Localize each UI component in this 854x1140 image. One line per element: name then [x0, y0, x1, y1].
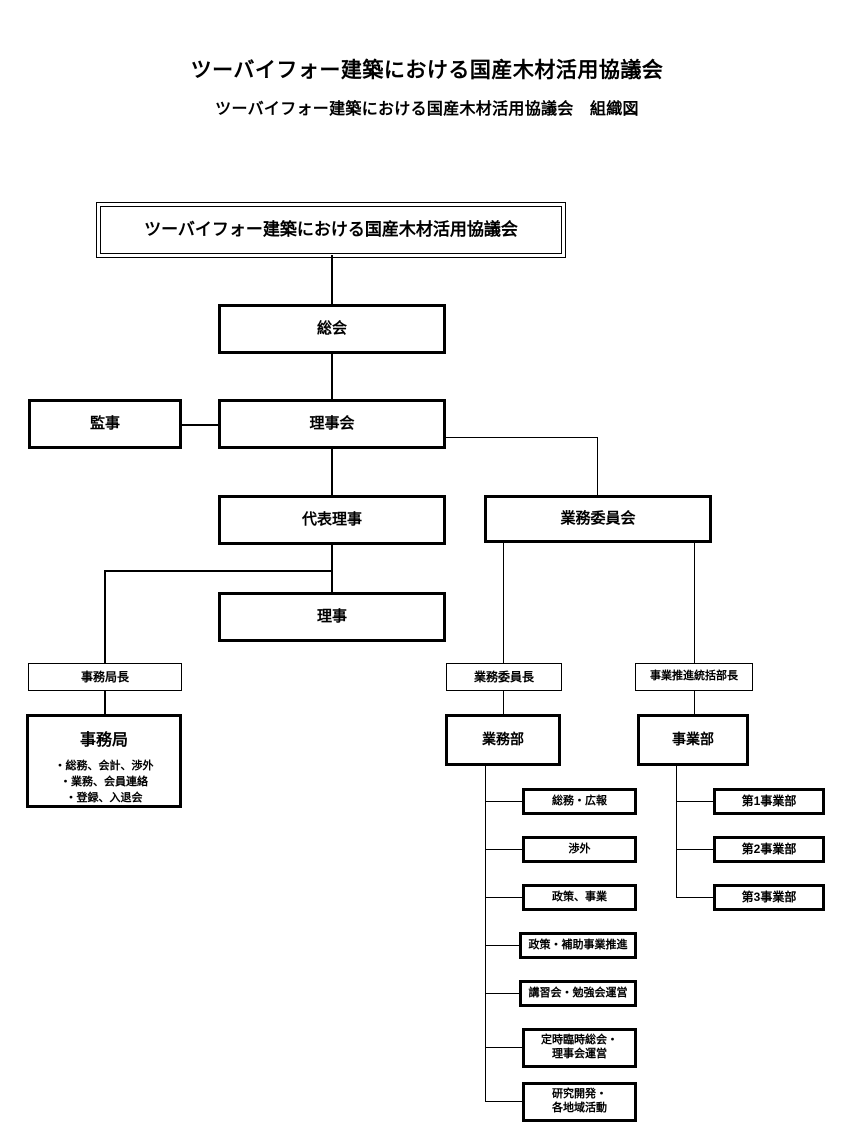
node-soukai-label: 総会	[316, 319, 347, 337]
edge-gyomuiinkai-gyomuiincho	[503, 542, 504, 665]
edge-kanji-rijikai	[181, 424, 219, 426]
node-jimukyokucho-label: 事務局長	[80, 669, 129, 684]
edge-rijikai-daihyo	[331, 449, 333, 495]
node-kanji-label: 監事	[89, 414, 120, 432]
node-jigyobu-child-1-label: 第1事業部	[741, 794, 797, 808]
node-gyomubu-child-5[interactable]: 講習会・勉強会運営	[519, 980, 637, 1007]
node-kanji[interactable]: 監事	[28, 399, 182, 449]
node-gyomubu-child-4[interactable]: 政策・補助事業推進	[519, 932, 637, 959]
edge-soukai-rijikai	[331, 354, 333, 400]
node-gyomu-iinkai-label: 業務委員会	[560, 509, 636, 527]
node-rijikai-label: 理事会	[309, 414, 355, 432]
edge-jigyobu-spine	[676, 765, 677, 898]
edge-jigyobu-stub-1	[676, 801, 713, 802]
node-daihyo-riji[interactable]: 代表理事	[218, 495, 446, 545]
node-jigyobu-child-3-label: 第3事業部	[741, 890, 797, 904]
node-jigyobu-child-3[interactable]: 第3事業部	[713, 884, 825, 911]
edge-jigyobu-stub-2	[676, 849, 713, 850]
node-jimukyokucho[interactable]: 事務局長	[28, 663, 182, 691]
node-gyomubu-child-2[interactable]: 渉外	[522, 836, 637, 863]
edge-rijikai-gyomuiinkai-v	[597, 437, 598, 495]
edge-gyomubu-stub-2	[485, 849, 523, 850]
node-daihyo-riji-label: 代表理事	[301, 510, 362, 528]
node-gyomu-iincho-label: 業務委員長	[473, 669, 534, 684]
node-jimukyoku-items: ・総務、会計、渉外 ・業務、会員連絡 ・登録、入退会	[54, 760, 154, 804]
node-gyomubu-child-6[interactable]: 定時臨時総会・ 理事会運営	[522, 1028, 637, 1068]
node-gyomubu-child-5-label: 講習会・勉強会運営	[528, 986, 628, 999]
node-riji[interactable]: 理事	[218, 592, 446, 642]
edge-gyomubu-stub-6	[485, 1047, 523, 1048]
edge-gyomuiinkai-toukatsu	[694, 542, 695, 665]
edge-gyomubu-stub-1	[485, 801, 523, 802]
node-gyomubu-child-7-label: 研究開発・ 各地域活動	[552, 1088, 607, 1114]
node-gyomubu-child-1[interactable]: 総務・広報	[522, 788, 637, 815]
node-root-label: ツーバイフォー建築における国産木材活用協議会	[144, 220, 518, 240]
node-jimukyoku-title: 事務局	[79, 732, 128, 749]
node-gyomubu-child-3-label: 政策、事業	[552, 890, 607, 903]
edge-root-soukai	[331, 255, 333, 305]
node-gyomubu-child-4-label: 政策・補助事業推進	[528, 938, 628, 951]
node-gyomubu-label: 業務部	[482, 731, 524, 748]
node-soukai[interactable]: 総会	[218, 304, 446, 354]
node-gyomubu-child-1-label: 総務・広報	[552, 794, 607, 807]
edge-gyomubu-spine	[485, 765, 486, 1102]
node-gyomu-iincho[interactable]: 業務委員長	[446, 663, 562, 691]
node-gyomubu[interactable]: 業務部	[445, 714, 561, 766]
edge-daihyo-riji	[331, 545, 333, 592]
node-jigyobu[interactable]: 事業部	[637, 714, 749, 766]
edge-toukatsu-jigyobu	[694, 690, 695, 715]
node-jigyobu-label: 事業部	[672, 731, 714, 748]
page-title: ツーバイフォー建築における国産木材活用協議会	[190, 59, 664, 82]
node-gyomubu-child-2-label: 渉外	[568, 842, 591, 855]
node-gyomu-iinkai[interactable]: 業務委員会	[484, 495, 712, 543]
edge-gyomubu-stub-7	[485, 1101, 523, 1102]
edge-gyomubu-stub-3	[485, 897, 523, 898]
edge-gyomuiincho-gyomubu	[503, 690, 504, 715]
node-gyomubu-child-6-label: 定時臨時総会・ 理事会運営	[541, 1034, 618, 1060]
edge-jimukyokucho-jimukyoku	[104, 690, 106, 715]
edge-daihyo-jimukyokucho-v	[104, 570, 106, 665]
node-gyomubu-child-7[interactable]: 研究開発・ 各地域活動	[522, 1082, 637, 1122]
node-jigyobu-child-2[interactable]: 第2事業部	[713, 836, 825, 863]
edge-gyomubu-stub-5	[485, 993, 523, 994]
node-jigyo-suishin-toukatsu-bucho[interactable]: 事業推進統括部長	[635, 663, 753, 691]
page-subtitle: ツーバイフォー建築における国産木材活用協議会 組織図	[215, 101, 639, 118]
node-rijikai[interactable]: 理事会	[218, 399, 446, 449]
node-jimukyoku[interactable]: 事務局 ・総務、会計、渉外 ・業務、会員連絡 ・登録、入退会	[26, 714, 182, 808]
edge-jigyobu-stub-3	[676, 897, 713, 898]
node-root[interactable]: ツーバイフォー建築における国産木材活用協議会	[96, 202, 566, 258]
edge-daihyo-jimukyokucho-h	[104, 570, 332, 572]
node-riji-label: 理事	[316, 607, 347, 625]
edge-gyomubu-stub-4	[485, 945, 523, 946]
node-jigyobu-child-1[interactable]: 第1事業部	[713, 788, 825, 815]
node-jigyo-suishin-toukatsu-bucho-label: 事業推進統括部長	[650, 670, 738, 683]
node-gyomubu-child-3[interactable]: 政策、事業	[522, 884, 637, 911]
node-jigyobu-child-2-label: 第2事業部	[741, 842, 797, 856]
edge-rijikai-gyomuiinkai-h	[446, 437, 598, 438]
